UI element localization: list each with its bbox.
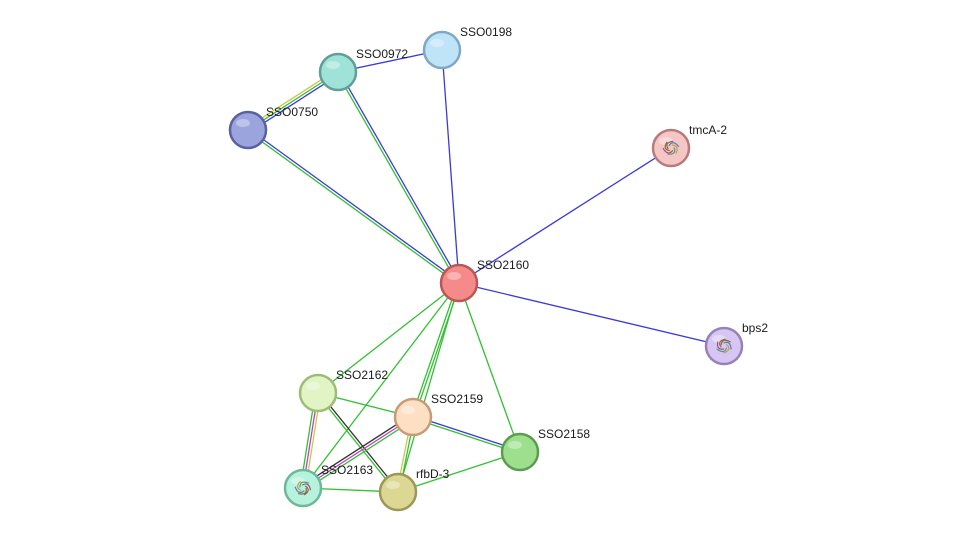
edge-SSO2160-SSO0972 [336, 71, 461, 284]
node-highlight [508, 441, 522, 449]
node-circle[interactable] [298, 373, 338, 413]
node-label: SSO2163 [321, 463, 373, 477]
node-SSO2160[interactable]: SSO2160 [439, 258, 529, 303]
edge-line [248, 128, 461, 283]
edge-SSO2160-rfbD-3 [397, 282, 460, 493]
edge-SSO2160-SSO0750 [246, 128, 461, 285]
edge-line [336, 72, 459, 284]
node-SSO2159[interactable]: SSO2159 [393, 392, 483, 437]
edge-SSO2162-rfbD-3 [316, 391, 400, 494]
edge-SSO2160-SSO0198 [441, 49, 460, 284]
node-label: SSO2162 [336, 368, 388, 382]
node-SSO0972[interactable]: SSO0972 [318, 47, 408, 92]
node-highlight [306, 382, 320, 390]
node-label: SSO2159 [431, 392, 483, 406]
node-circle[interactable] [704, 326, 744, 366]
node-SSO2158[interactable]: SSO2158 [500, 427, 590, 472]
node-highlight [401, 406, 415, 414]
node-highlight [326, 61, 340, 69]
node-circle[interactable] [228, 110, 268, 150]
edge-line [317, 282, 460, 394]
edge-line [302, 416, 414, 489]
edge-SSO2160-SSO2163 [302, 282, 460, 489]
node-label: SSO0972 [356, 47, 408, 61]
protein-structure-icon [716, 338, 732, 354]
node-tmcA-2[interactable]: tmcA-2 [651, 123, 727, 168]
edge-rfbD-3-SSO2158 [397, 451, 521, 493]
edge-SSO2160-SSO2162 [317, 282, 460, 394]
node-circle[interactable] [378, 472, 418, 512]
node-SSO2162[interactable]: SSO2162 [298, 368, 388, 413]
node-label: SSO0750 [266, 105, 318, 119]
protein-structure-icon [294, 480, 312, 496]
edge-line [397, 451, 521, 493]
edge-line [397, 282, 460, 493]
edge-line [302, 282, 460, 489]
node-label: SSO0198 [460, 25, 512, 39]
edge-line [304, 418, 415, 491]
node-highlight [659, 137, 673, 145]
node-highlight [447, 272, 461, 280]
edge-line [338, 71, 461, 283]
edge-line [441, 49, 460, 284]
node-label: SSO2158 [538, 427, 590, 441]
node-circle[interactable] [393, 397, 433, 437]
node-circle[interactable] [318, 52, 358, 92]
node-SSO0750[interactable]: SSO0750 [228, 105, 318, 150]
edge-line [411, 282, 459, 417]
edge-line [246, 130, 459, 285]
node-highlight [430, 39, 444, 47]
node-label: SSO2160 [477, 258, 529, 272]
node-circle[interactable] [439, 263, 479, 303]
edge-line [301, 414, 412, 487]
node-SSO2163[interactable]: SSO2163 [283, 463, 373, 508]
protein-structure-icon [662, 140, 680, 155]
node-label: rfbD-3 [416, 467, 450, 481]
edge-SSO2160-SSO2158 [458, 282, 521, 453]
node-circle[interactable] [500, 432, 540, 472]
edge-line [318, 391, 400, 492]
edge-line [458, 282, 725, 347]
edge-line [458, 147, 672, 284]
node-highlight [386, 481, 400, 489]
node-SSO0198[interactable]: SSO0198 [422, 25, 512, 70]
edge-line [316, 393, 398, 494]
node-rfbD-3[interactable]: rfbD-3 [378, 467, 450, 512]
node-circle[interactable] [651, 128, 691, 168]
node-label: bps2 [742, 321, 768, 335]
node-bps2[interactable]: bps2 [704, 321, 768, 366]
node-circle[interactable] [422, 30, 462, 70]
edge-SSO2160-tmcA-2 [458, 147, 672, 284]
node-label: tmcA-2 [689, 123, 727, 137]
edge-SSO2160-bps2 [458, 282, 725, 347]
node-highlight [236, 119, 250, 127]
node-circle[interactable] [283, 468, 323, 508]
edge-SSO2159-SSO2163 [301, 414, 415, 491]
edge-line [458, 282, 521, 453]
